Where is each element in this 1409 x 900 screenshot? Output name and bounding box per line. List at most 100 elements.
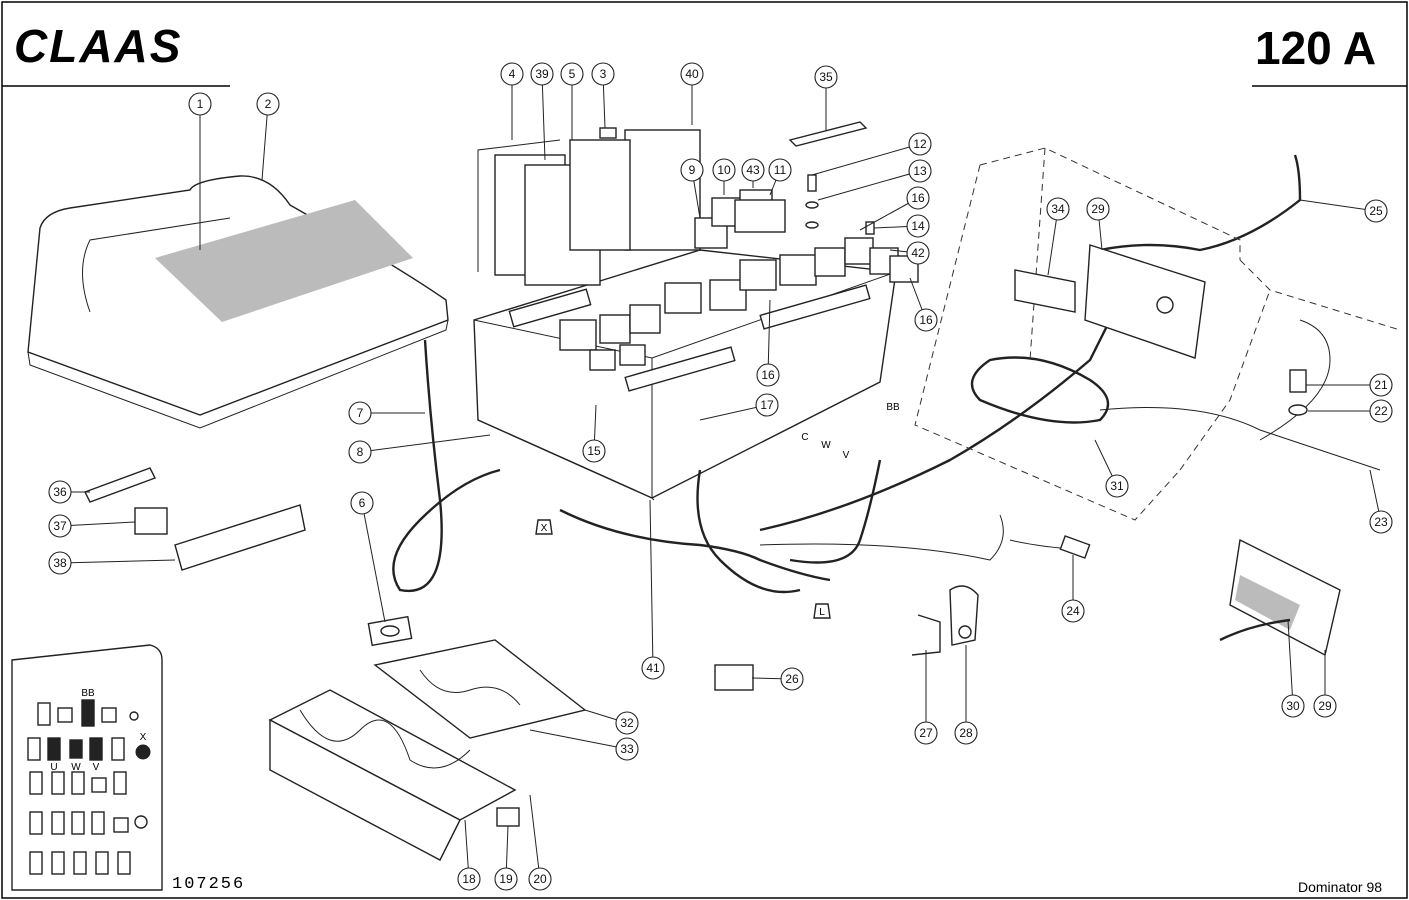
lamp-socket-24	[1059, 535, 1091, 559]
callout-c18: 18	[457, 819, 481, 891]
callout-bubble	[1281, 694, 1305, 718]
callout-bubble	[906, 186, 930, 210]
callout-c22: 22	[1308, 399, 1393, 423]
page-code: 120 A	[1255, 22, 1376, 74]
callout-number: 11	[774, 163, 787, 177]
relay-37	[134, 507, 168, 535]
callout-c2: 2	[256, 92, 280, 181]
callout-c13: 13	[817, 159, 932, 201]
callout-number: 22	[1374, 404, 1388, 418]
callout-number: 20	[533, 872, 547, 886]
legend-label-v: V	[93, 762, 100, 773]
callout-number: 13	[913, 164, 927, 178]
wire-harness-main	[559, 508, 831, 582]
callout-number: 41	[646, 661, 660, 675]
callout-c39: 39	[530, 62, 554, 161]
callout-bubble	[954, 721, 978, 745]
brand-logo: CLAAS	[14, 20, 182, 72]
callout-c33: 33	[529, 729, 639, 761]
callout-bubble	[48, 514, 72, 538]
callout-bubble	[1105, 474, 1129, 498]
callout-leader-line	[261, 103, 269, 181]
grommet-6	[367, 615, 413, 647]
callout-c23: 23	[1369, 469, 1393, 534]
callout-number: 12	[913, 137, 927, 151]
ignition-switch	[1288, 369, 1308, 416]
connector-letter-bb: BB	[886, 402, 900, 413]
callout-leader-line	[529, 794, 541, 880]
callout-c19: 19	[494, 825, 518, 891]
callout-leader-line	[59, 521, 136, 527]
callout-c40: 40	[680, 62, 704, 125]
callout-number: 16	[919, 313, 933, 327]
callout-c31: 31	[1094, 439, 1129, 498]
callout-number: 36	[53, 485, 67, 499]
callout-leader-line	[817, 170, 921, 201]
callout-c26: 26	[751, 667, 804, 691]
callout-c21: 21	[1306, 373, 1393, 397]
callout-c5: 5	[560, 62, 584, 140]
fuse-layout-legend: BB X U W V	[11, 644, 163, 891]
callout-number: 37	[53, 519, 67, 533]
callout-bubble	[756, 363, 780, 387]
callout-c34: 34	[1046, 197, 1070, 276]
callout-c35: 35	[814, 65, 838, 130]
callout-c42: 42	[889, 241, 930, 265]
callout-number: 29	[1091, 202, 1105, 216]
callout-bubble	[906, 214, 930, 238]
callout-number: 25	[1369, 204, 1383, 218]
callout-bubble	[755, 393, 779, 417]
callout-bubble	[1369, 510, 1393, 534]
callout-number: 40	[685, 67, 699, 81]
mat-32	[373, 639, 587, 739]
callout-bubble	[560, 62, 584, 86]
callout-number: 39	[535, 67, 549, 81]
callout-c14: 14	[873, 214, 930, 238]
callout-c17: 17	[699, 393, 779, 421]
callout-leader-line	[1299, 199, 1377, 212]
callout-number: 33	[620, 742, 634, 756]
drawing-number: 107256	[172, 875, 245, 894]
connector-letter-v: V	[843, 450, 850, 461]
callout-bubble	[712, 158, 736, 182]
callout-bubble	[494, 867, 518, 891]
callout-number: 14	[911, 219, 925, 233]
callout-bubble	[1046, 197, 1070, 221]
clip-19	[496, 807, 520, 827]
side-label-x-marker: X	[535, 519, 553, 535]
callout-number: 27	[919, 726, 933, 740]
footer-model: Dominator 98	[1298, 879, 1382, 895]
callout-number: 7	[357, 406, 364, 420]
callout-c37: 37	[48, 514, 136, 538]
callout-bubble	[348, 401, 372, 425]
connector-letter-c: C	[801, 432, 808, 443]
callout-leader-line	[359, 434, 491, 453]
callout-bubble	[582, 439, 606, 463]
callout-c9: 9	[680, 158, 704, 219]
callout-c43: 43	[741, 158, 765, 188]
screws-washers	[805, 174, 875, 235]
callout-c29b: 29	[1313, 650, 1337, 718]
callout-leader-line	[529, 729, 628, 750]
callout-c6: 6	[350, 491, 386, 623]
bracket-27	[911, 614, 941, 656]
callout-number: 31	[1110, 479, 1124, 493]
callout-c7: 7	[348, 401, 425, 425]
callout-number: 1	[197, 97, 204, 111]
callout-bubble	[914, 308, 938, 332]
callout-number: 26	[785, 672, 799, 686]
cover-label-decal	[155, 200, 413, 322]
callout-number: 18	[462, 872, 476, 886]
callout-bubble	[348, 440, 372, 464]
callout-number: 23	[1374, 515, 1388, 529]
callout-bubble	[680, 62, 704, 86]
callout-c4: 4	[500, 62, 524, 140]
callout-c30: 30	[1281, 619, 1305, 718]
callout-bubble	[591, 62, 615, 86]
legend-label-bb: BB	[81, 688, 95, 699]
callout-number: 24	[1066, 604, 1080, 618]
connector-bar	[788, 121, 868, 147]
callout-c1: 1	[188, 92, 212, 250]
